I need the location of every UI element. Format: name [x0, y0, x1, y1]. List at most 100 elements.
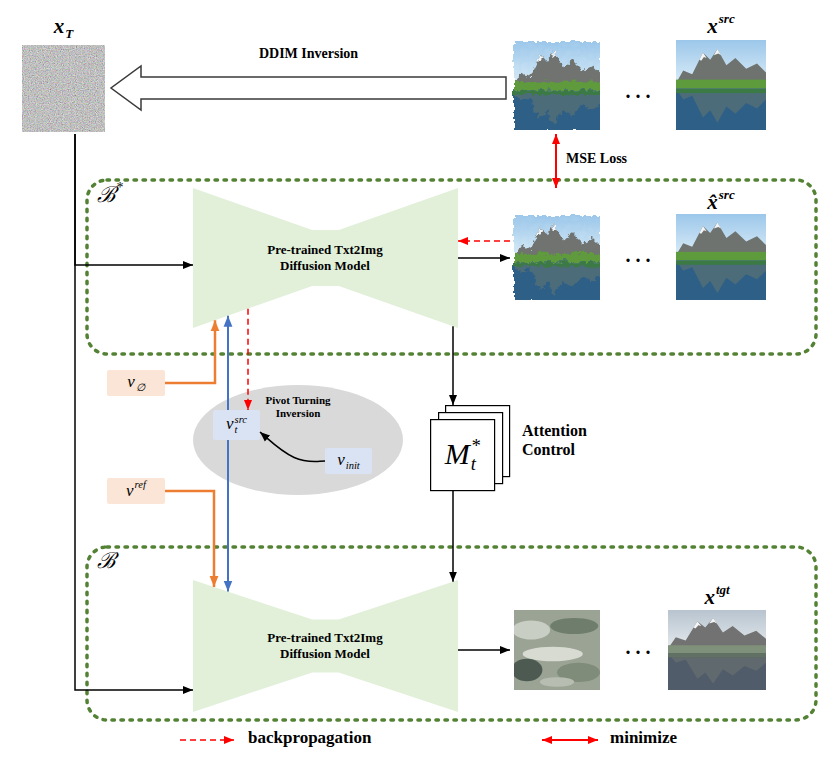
text-line: Pivot Turning Inversion: [265, 394, 330, 419]
edge-label-box: MSE Loss: [566, 151, 656, 167]
box-fill: [107, 370, 165, 396]
ellipsis-box: . . .: [613, 80, 663, 103]
attention-maps: M*t Attention Control: [430, 405, 620, 491]
source-images: xsrc: [510, 12, 772, 134]
script-stack: init: [346, 461, 360, 472]
script-stack: ref: [135, 480, 146, 491]
text-line: xsrc: [707, 12, 734, 39]
legend-entry: backpropagation: [248, 728, 371, 748]
dotted-border: [87, 547, 816, 720]
text-group: vref: [107, 478, 165, 504]
attention-arrow: [452, 326, 454, 405]
text-group: vsrct: [213, 410, 260, 440]
subscript: init: [346, 461, 360, 472]
text-line: Pre-trained Txt2Img Diffusion Model: [267, 242, 382, 273]
text-group: Attention Control: [522, 421, 618, 459]
illustration-part: [676, 40, 766, 130]
text-group: ℬ: [97, 548, 157, 574]
embedding-box: vref: [107, 478, 165, 504]
script-stack: ∅: [136, 383, 145, 394]
text-line: vsrct: [226, 414, 247, 435]
illustration-part: [542, 739, 598, 741]
superscript: *: [471, 437, 480, 456]
text-line: xtgt: [704, 583, 729, 610]
text-line: Pre-trained Txt2Img Diffusion Model: [267, 630, 382, 661]
ellipsis: . . .: [626, 244, 651, 266]
math-symbol: v: [226, 414, 234, 433]
embedding-box: v∅: [107, 370, 165, 396]
text-group: x̂src: [676, 188, 766, 214]
ellipsis-box: . . .: [613, 244, 663, 267]
text-line: ℬ*: [97, 181, 123, 209]
subscript: T: [65, 27, 73, 40]
text-line: v∅: [127, 372, 145, 394]
text-group: xsrc: [676, 12, 766, 39]
text-group: Pivot Turning Inversion: [251, 394, 345, 420]
math-symbol: v: [337, 450, 345, 469]
flow-arrow: [458, 649, 510, 651]
illustration-part: [512, 40, 600, 130]
math-symbol: x: [707, 14, 718, 38]
script-stack: tgt: [716, 583, 730, 596]
box-fill: [325, 448, 372, 474]
text-line: vinit: [337, 450, 360, 472]
text-group: Pre-trained Txt2Img Diffusion Model: [245, 242, 405, 273]
math-symbol: ℬ: [97, 548, 115, 573]
text-line: vref: [126, 480, 146, 501]
ellipsis: . . .: [626, 636, 651, 658]
noise-picture: [22, 45, 105, 132]
text-line: x̂src: [707, 188, 734, 214]
flow-arrow: [75, 134, 193, 265]
text-line: M*t: [445, 436, 480, 474]
math-symbol: x̂: [707, 190, 718, 214]
edge-label: DDIM Inversion: [259, 46, 358, 61]
math-symbol: ℬ: [97, 182, 115, 207]
noise-image: xT: [20, 14, 107, 134]
math-symbol: x: [54, 14, 65, 38]
legend-text: minimize: [610, 728, 677, 747]
embedding-arrow: [165, 320, 215, 383]
subscript: t: [471, 455, 480, 474]
subscript: ∅: [136, 383, 145, 394]
diffusion-model: Pre-trained Txt2Img Diffusion Model: [193, 580, 458, 712]
flow-arrow: [458, 257, 510, 259]
illustration-part: [512, 214, 600, 300]
unet-shape: [193, 580, 458, 712]
superscript: *: [116, 181, 123, 195]
embedding-arrow: [227, 316, 229, 410]
inversion-arrow: [111, 66, 506, 110]
embedding-box: vinit: [325, 448, 372, 474]
edge-label: MSE Loss: [566, 151, 627, 166]
branch-group: ℬ* Pre-trained Txt2Img Diffusion Model x̂s…: [85, 178, 818, 356]
ellipse-fill: [193, 385, 403, 495]
diffusion-model: Pre-trained Txt2Img Diffusion Model: [193, 188, 458, 328]
text-line: xT: [54, 14, 73, 40]
embedding-box: vsrct: [213, 410, 260, 440]
text-group: xtgt: [672, 583, 762, 610]
legend-samples: [180, 740, 598, 741]
embedding-arrow: [165, 491, 214, 587]
text-line: Attention Control: [522, 422, 587, 458]
box-fill: [213, 410, 260, 440]
embedding-arrow: [227, 440, 229, 592]
inversion-ellipse: Pivot Turning Inversionvsrctvinit: [193, 385, 403, 495]
loss-arrow: [555, 134, 557, 188]
text-line: ℬ: [97, 548, 115, 574]
math-symbol: x: [704, 585, 715, 609]
unet-shape: [193, 188, 458, 328]
text-group: M*t: [430, 419, 495, 491]
edge-label-box: DDIM Inversion: [219, 46, 399, 62]
illustration-part: [668, 610, 766, 690]
superscript: tgt: [716, 583, 730, 596]
source-pictures: [512, 40, 766, 130]
subscript: t: [235, 425, 247, 436]
math-symbol: v: [126, 481, 134, 500]
text-group: vinit: [325, 448, 372, 474]
dotted-border: [87, 180, 816, 354]
superscript: src: [719, 12, 735, 25]
math-symbol: v: [127, 372, 135, 391]
legend-entry: minimize: [610, 728, 677, 748]
